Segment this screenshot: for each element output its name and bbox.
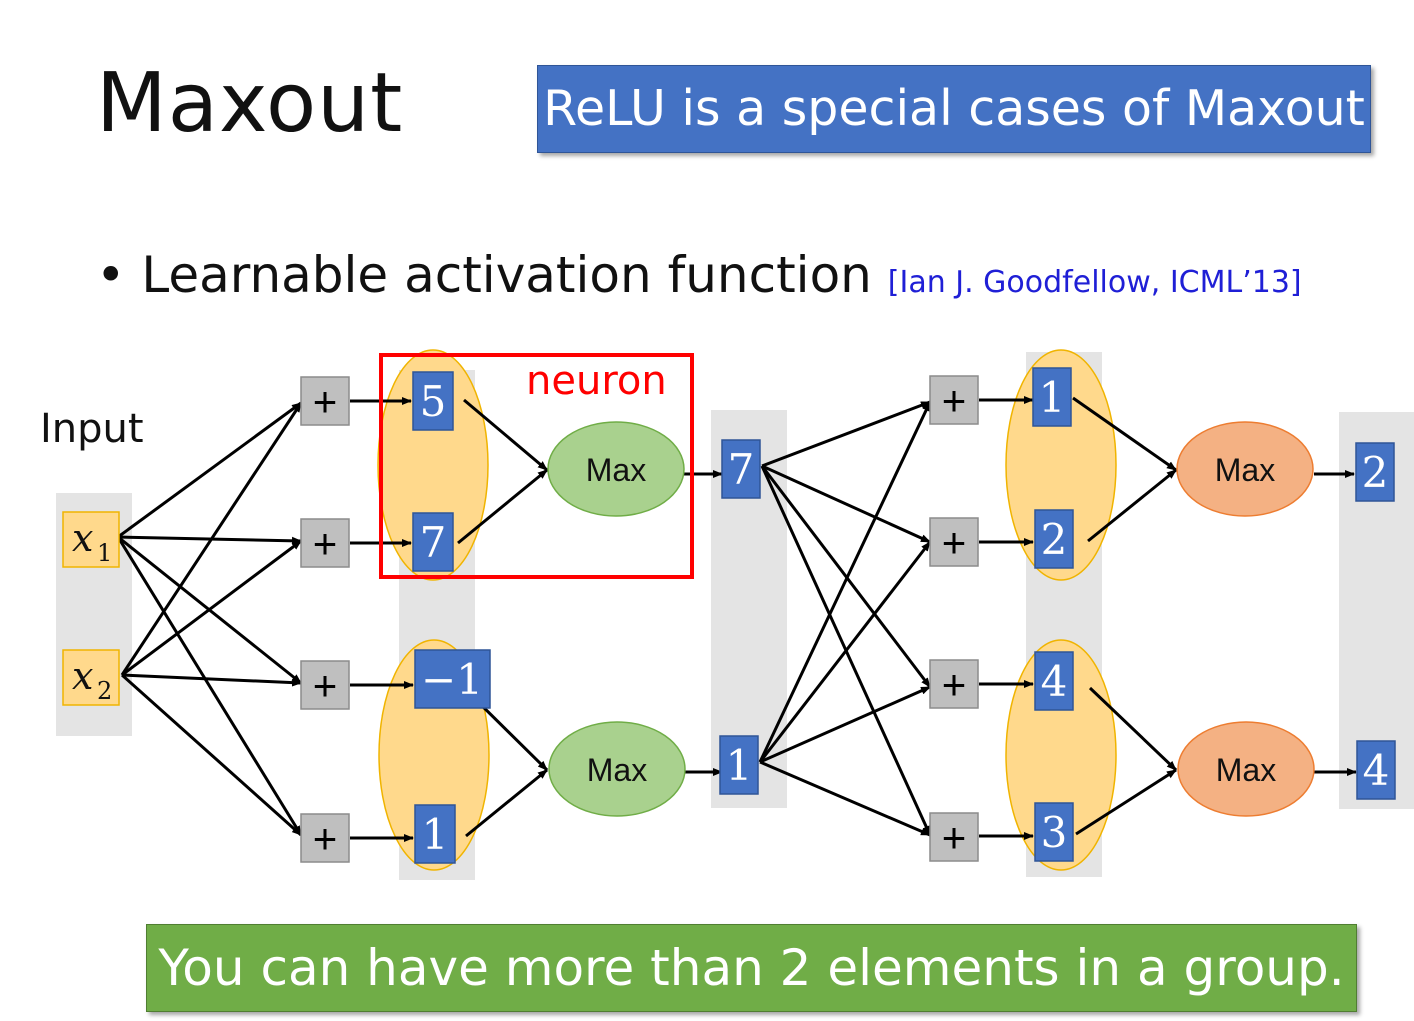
svg-text:7: 7 bbox=[420, 518, 447, 567]
svg-text:7: 7 bbox=[728, 445, 755, 494]
z-box-1-4: 1 bbox=[414, 804, 456, 864]
z-box-2-2: 2 bbox=[1034, 509, 1074, 569]
output-box-1-2: 1 bbox=[719, 735, 759, 795]
svg-text:Max: Max bbox=[1216, 752, 1276, 788]
svg-text:−1: −1 bbox=[421, 655, 483, 704]
z-box-1-2: 7 bbox=[412, 512, 454, 572]
svg-text:Max: Max bbox=[1215, 452, 1275, 488]
z-box-2-3: 4 bbox=[1034, 651, 1074, 711]
x2-subscript: 2 bbox=[97, 677, 112, 705]
neuron-label: neuron bbox=[526, 358, 667, 404]
output-box-2-1: 2 bbox=[1355, 442, 1395, 502]
z-box-1-1: 5 bbox=[412, 371, 454, 431]
svg-text:1: 1 bbox=[726, 741, 753, 790]
input-label: Input bbox=[40, 406, 144, 452]
svg-text:2: 2 bbox=[1041, 515, 1068, 564]
x1-base: x bbox=[72, 516, 93, 560]
slide-title: Maxout bbox=[96, 56, 404, 151]
z-to-max-arrows-2 bbox=[1072, 396, 1178, 836]
z-box-2-1: 1 bbox=[1032, 367, 1072, 427]
bullet-text: Learnable activation function bbox=[141, 246, 872, 304]
svg-text:Max: Max bbox=[587, 752, 647, 788]
plus-box-1-1: + bbox=[300, 376, 350, 426]
z-box-1-3: −1 bbox=[414, 649, 491, 709]
svg-text:+: + bbox=[942, 814, 967, 861]
svg-text:+: + bbox=[313, 378, 338, 425]
svg-text:+: + bbox=[942, 661, 967, 708]
max-node-2-2: Max bbox=[1177, 721, 1315, 817]
bullet-marker: • bbox=[96, 246, 126, 304]
plus-box-2-4: + bbox=[929, 812, 979, 862]
svg-text:5: 5 bbox=[420, 377, 447, 426]
input-x1: x 1 bbox=[62, 511, 120, 568]
relu-note-banner: ReLU is a special cases of Maxout bbox=[537, 65, 1371, 153]
max-node-1-1: Max bbox=[547, 421, 685, 517]
plus-box-1-2: + bbox=[300, 518, 350, 568]
citation: [Ian J. Goodfellow, ICML’13] bbox=[887, 265, 1302, 300]
svg-text:2: 2 bbox=[1362, 448, 1389, 497]
max-to-output-arrows-1 bbox=[682, 470, 723, 776]
input-x2: x 2 bbox=[62, 649, 120, 706]
output-box-2-2: 4 bbox=[1356, 740, 1396, 800]
svg-text:+: + bbox=[313, 815, 338, 862]
max-node-2-1: Max bbox=[1176, 421, 1314, 517]
plus-box-1-4: + bbox=[300, 813, 350, 863]
svg-text:+: + bbox=[313, 520, 338, 567]
svg-text:+: + bbox=[313, 662, 338, 709]
output-to-plus-connections bbox=[758, 400, 932, 837]
plus-box-2-2: + bbox=[929, 517, 979, 567]
max-node-1-2: Max bbox=[548, 721, 686, 817]
svg-text:4: 4 bbox=[1363, 746, 1390, 795]
group-ellipse-2b bbox=[1005, 639, 1117, 871]
svg-text:1: 1 bbox=[1039, 373, 1066, 422]
input-connections bbox=[116, 401, 303, 837]
plus-box-2-1: + bbox=[929, 375, 979, 425]
output-box-1-1: 7 bbox=[721, 439, 761, 499]
svg-text:+: + bbox=[942, 519, 967, 566]
x2-base: x bbox=[72, 654, 93, 698]
max-to-output-arrows-2 bbox=[1314, 470, 1357, 776]
svg-text:+: + bbox=[942, 377, 967, 424]
plus-to-z-arrows-2 bbox=[979, 396, 1034, 840]
x1-subscript: 1 bbox=[97, 539, 112, 567]
svg-text:Max: Max bbox=[586, 452, 646, 488]
bullet-point: • Learnable activation function [Ian J. … bbox=[96, 246, 1302, 304]
neuron-frame bbox=[379, 353, 694, 579]
z-box-2-4: 3 bbox=[1034, 802, 1074, 862]
svg-text:1: 1 bbox=[422, 810, 449, 859]
svg-text:3: 3 bbox=[1041, 808, 1068, 857]
group-size-note-banner: You can have more than 2 elements in a g… bbox=[146, 924, 1357, 1012]
svg-text:4: 4 bbox=[1041, 657, 1068, 706]
plus-box-1-3: + bbox=[300, 660, 350, 710]
group-ellipse-1a bbox=[377, 349, 489, 581]
plus-box-2-3: + bbox=[929, 659, 979, 709]
